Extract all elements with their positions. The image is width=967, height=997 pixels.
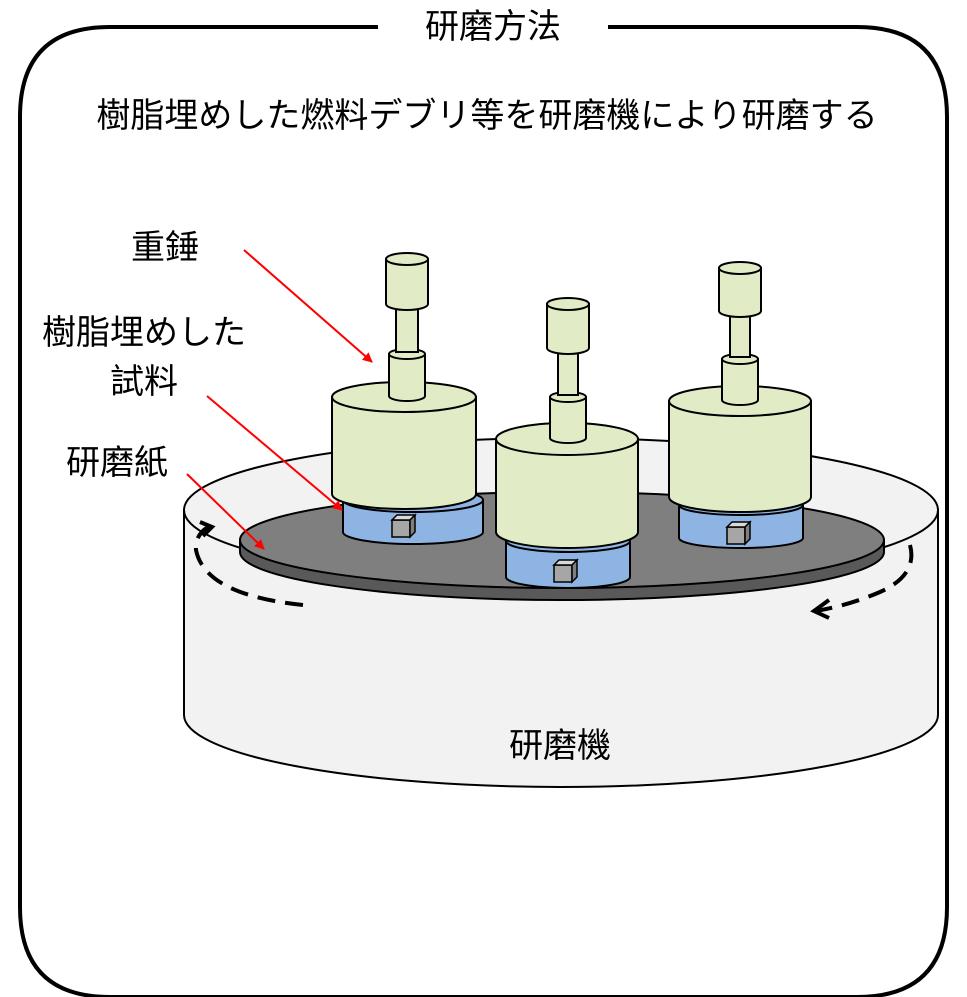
frame-border bbox=[18, 25, 949, 997]
holder-middle bbox=[495, 297, 639, 589]
debris-cube-middle bbox=[552, 558, 579, 584]
description-text: 樹脂埋めした燃料デブリ等を研磨機により研磨する bbox=[96, 96, 877, 136]
pointer-weight bbox=[243, 249, 373, 363]
rotation-arrow-left bbox=[193, 525, 304, 607]
label-paper: 研磨紙 bbox=[66, 443, 168, 483]
label-sample-line2: 試料 bbox=[110, 362, 178, 402]
weight-left bbox=[331, 396, 477, 510]
frame-title: 研磨方法 bbox=[425, 7, 561, 47]
holder-left bbox=[331, 252, 484, 545]
rotation-arrow-right bbox=[815, 544, 914, 613]
label-sample-line1: 樹脂埋めした bbox=[42, 313, 246, 353]
rotation-arrows bbox=[193, 520, 914, 620]
pointer-sample bbox=[206, 395, 343, 511]
pointer-arrows bbox=[186, 249, 373, 550]
holder-right bbox=[668, 261, 812, 549]
debris-cube-right bbox=[725, 520, 752, 546]
pointer-paper bbox=[186, 473, 265, 550]
weight-middle bbox=[495, 438, 639, 549]
label-machine: 研磨機 bbox=[509, 726, 611, 766]
weight-right bbox=[668, 400, 812, 513]
label-weight: 重錘 bbox=[131, 228, 199, 268]
debris-cube-left bbox=[390, 513, 417, 539]
